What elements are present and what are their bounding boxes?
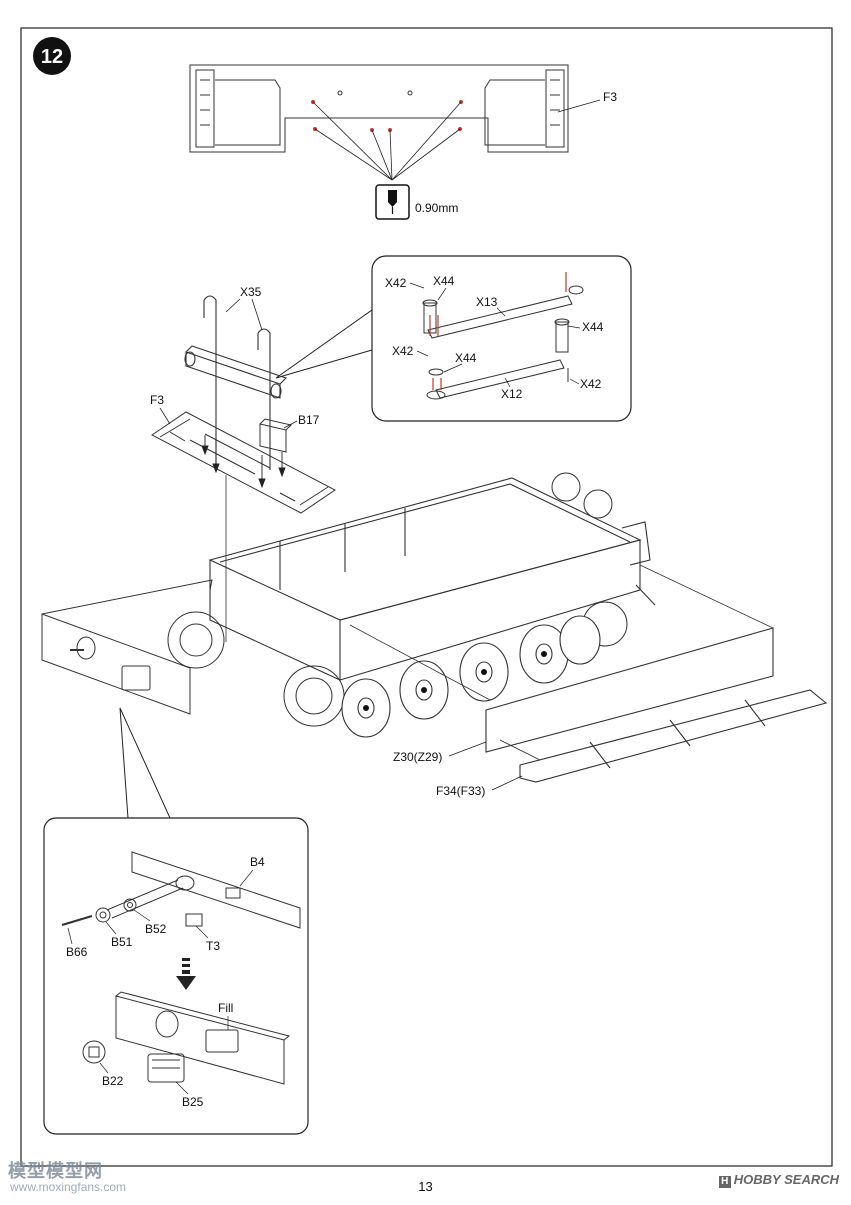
label-x44-b: X44 xyxy=(582,320,604,334)
tow-hook-x35 xyxy=(184,295,288,470)
label-f3-left: F3 xyxy=(150,393,164,407)
drive-sprockets xyxy=(167,472,628,727)
road-wheels xyxy=(341,615,601,738)
rod-assembly xyxy=(422,285,584,400)
step-down-arrow xyxy=(176,958,196,990)
label-b4: B4 xyxy=(250,855,265,869)
drill-holes xyxy=(311,100,463,132)
page-border xyxy=(20,27,833,1167)
front-plate-assembly xyxy=(41,579,213,715)
watermark-brand-text: HOBBY SEARCH xyxy=(733,1172,839,1187)
label-t3: T3 xyxy=(206,939,220,953)
label-b17: B17 xyxy=(298,413,320,427)
label-x42-c: X42 xyxy=(580,377,602,391)
tow-parts xyxy=(61,879,203,927)
step-badge: 12 xyxy=(33,37,71,75)
label-f34: F34(F33) xyxy=(436,784,485,798)
bracket-b17 xyxy=(259,418,292,453)
step-number: 12 xyxy=(41,46,63,68)
brand-logo-icon: H xyxy=(718,1176,731,1188)
label-z30: Z30(Z29) xyxy=(393,750,442,764)
drill-leader-lines xyxy=(312,101,462,181)
label-fill: Fill xyxy=(218,1001,233,1015)
page-number: 13 xyxy=(418,1179,433,1194)
label-b52: B52 xyxy=(145,922,167,936)
label-x44-a: X44 xyxy=(433,274,455,288)
drill-size-label: 0.90mm xyxy=(415,201,458,215)
label-x42-b: X42 xyxy=(392,344,414,358)
label-x13: X13 xyxy=(476,295,498,309)
label-x44-c: X44 xyxy=(455,351,477,365)
label-b51: B51 xyxy=(111,935,133,949)
rear-plate-f3 xyxy=(189,64,569,153)
side-plates xyxy=(485,627,828,783)
detail-inset-rods xyxy=(371,255,632,422)
drill-icon xyxy=(375,184,410,220)
label-x42-a: X42 xyxy=(385,276,407,290)
label-b25: B25 xyxy=(182,1095,204,1109)
watermark-site-name: 模型模型网 xyxy=(8,1161,103,1181)
watermark-url: www.moxingfans.com xyxy=(10,1180,127,1194)
assembly-arrows xyxy=(201,435,286,489)
label-x35: X35 xyxy=(240,285,262,299)
front-plate-b4 xyxy=(131,851,301,929)
label-f3-top: F3 xyxy=(603,90,617,104)
label-b66: B66 xyxy=(66,945,88,959)
label-x12: X12 xyxy=(501,387,523,401)
plate-f3-left xyxy=(151,411,336,514)
label-b22: B22 xyxy=(102,1074,124,1088)
